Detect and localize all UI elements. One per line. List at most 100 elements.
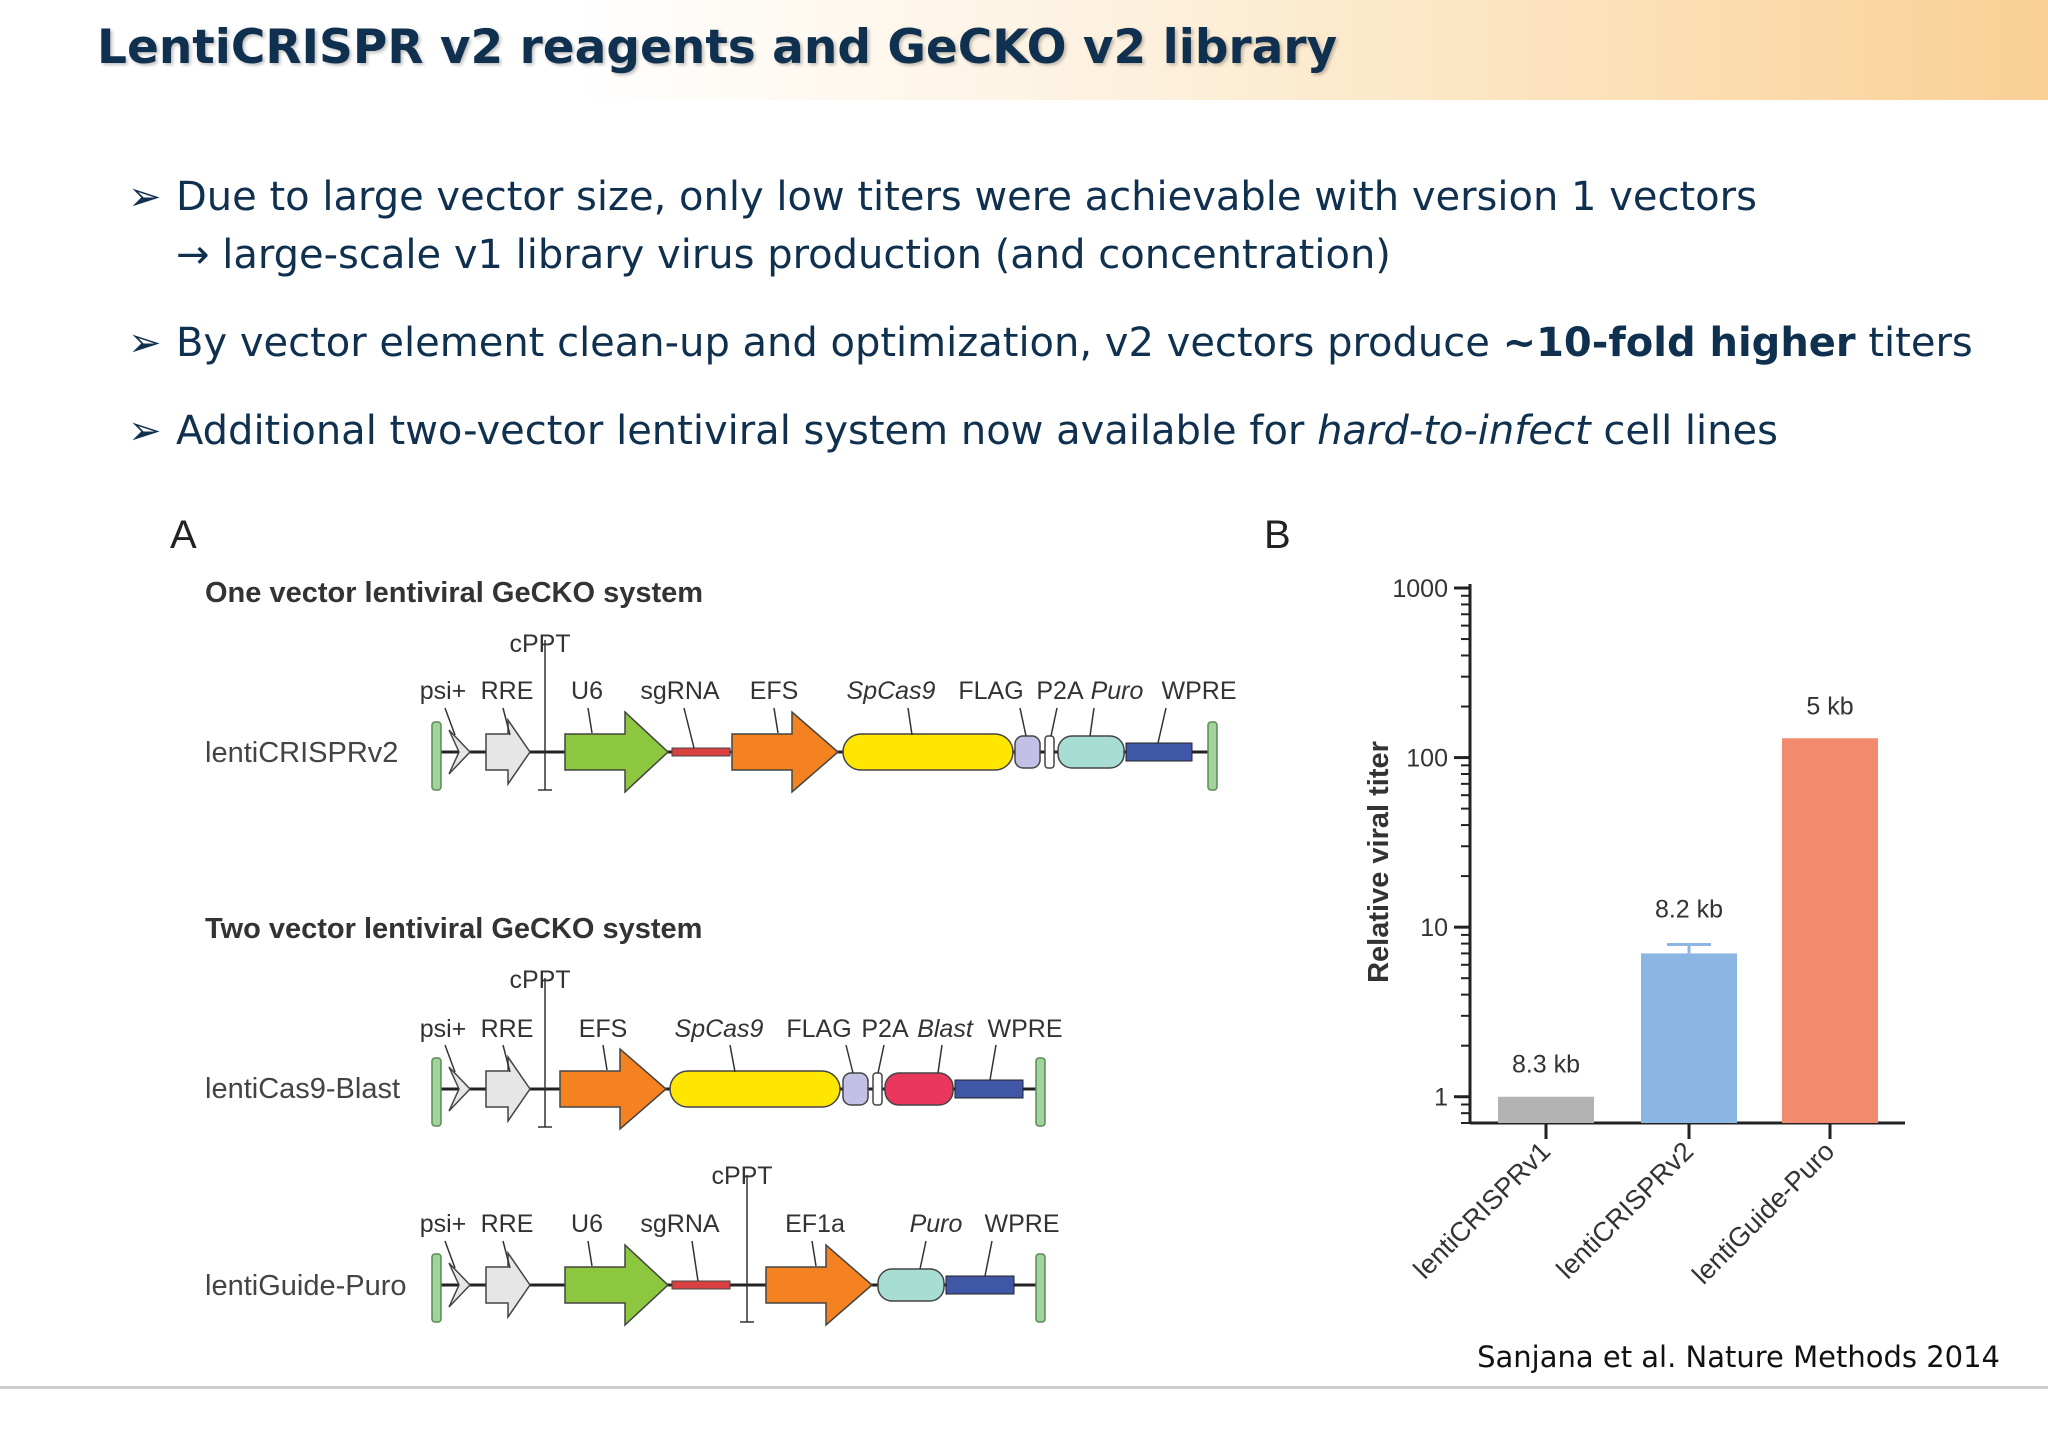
rre-label: RRE xyxy=(481,1210,534,1238)
psi-label: psi+ xyxy=(420,1015,467,1043)
p2a-label: P2A xyxy=(861,1015,909,1043)
bullet-3-emphasis: hard-to-infect xyxy=(1317,408,1591,454)
panel-b-label: B xyxy=(1264,513,1291,557)
citation: Sanjana et al. Nature Methods 2014 xyxy=(1477,1340,2000,1374)
spcas9-label: SpCas9 xyxy=(675,1015,764,1043)
bar-lentiGuide-Puro xyxy=(1782,738,1878,1123)
bar-size-label: 8.3 kb xyxy=(1512,1051,1580,1079)
wpre-element xyxy=(945,1275,1015,1295)
chart-bars: 8.3 kb 8.2 kb 5 kb xyxy=(1498,692,1878,1123)
cppt-label: cPPT xyxy=(509,630,570,658)
flag-label: FLAG xyxy=(786,1015,851,1043)
bar-lentiCRISPRv2 xyxy=(1641,953,1737,1123)
psi-element xyxy=(448,1262,472,1308)
x-tick-label: lentiGuide-Puro xyxy=(1686,1136,1840,1290)
ltr-5-element xyxy=(431,1057,442,1127)
psi-label: psi+ xyxy=(420,677,467,705)
puro-element xyxy=(877,1268,945,1302)
psi-element xyxy=(448,1066,472,1112)
x-tick-label: lentiCRISPRv2 xyxy=(1551,1136,1700,1285)
puro-label: Puro xyxy=(1091,677,1144,705)
rre-label: RRE xyxy=(481,1015,534,1043)
efs-element xyxy=(731,710,840,794)
rre-element xyxy=(485,717,531,787)
bullet-3-text-a: Additional two-vector lentiviral system … xyxy=(176,408,1318,454)
cppt-label: cPPT xyxy=(509,966,570,994)
bullet-1-text: Due to large vector size, only low titer… xyxy=(176,174,1757,220)
footer-divider xyxy=(0,1386,2048,1389)
bullet-2-emphasis: ~10-fold higher xyxy=(1502,320,1856,366)
y-axis-label: Relative viral titer xyxy=(1363,741,1395,983)
wpre-element xyxy=(1125,742,1193,762)
spcas9-element xyxy=(842,733,1014,771)
bullet-1: ➢ Due to large vector size, only low tite… xyxy=(128,168,1757,226)
ltr-5-element xyxy=(431,721,442,791)
flag-element xyxy=(842,1072,869,1106)
ef1a-element xyxy=(765,1243,874,1327)
ltr-5-element xyxy=(431,1253,442,1323)
wpre-label: WPRE xyxy=(988,1015,1063,1043)
u6-element xyxy=(564,1243,670,1327)
sgrna-element xyxy=(671,1280,731,1290)
panel-b-chart: B Relative viral titer 1 10 100 1000 lentiCR… xyxy=(1264,513,1905,1290)
bar-size-label: 5 kb xyxy=(1806,692,1853,720)
panel-a: A One vector lentiviral GeCKO system Two… xyxy=(170,513,1237,1327)
y-tick-label: 1000 xyxy=(1392,575,1448,603)
wpre-element xyxy=(954,1079,1024,1099)
u6-element xyxy=(564,710,670,794)
ltr-3-element xyxy=(1035,1057,1046,1127)
ef1a-label: EF1a xyxy=(785,1210,845,1238)
flag-element xyxy=(1014,735,1041,769)
y-tick-label: 1 xyxy=(1434,1084,1448,1112)
arrow-bullet-icon: ➢ xyxy=(128,174,162,220)
bullet-3-text-b: cell lines xyxy=(1590,408,1778,454)
construct-lenticrisprv2: lentiCRISPRv2 cPPT psi+ RRE U6 sgRNA EFS xyxy=(205,630,1237,794)
arrow-bullet-icon: ➢ xyxy=(128,408,162,454)
ltr-3-element xyxy=(1207,721,1218,791)
bullet-2-text-a: By vector element clean-up and optimizat… xyxy=(176,320,1503,366)
rre-element xyxy=(485,1054,531,1124)
arrow-bullet-icon: ➢ xyxy=(128,320,162,366)
panel-a-label: A xyxy=(170,513,197,557)
y-tick-label: 10 xyxy=(1420,914,1448,942)
ltr-3-element xyxy=(1035,1253,1046,1323)
wpre-label: WPRE xyxy=(985,1210,1060,1238)
cppt-label: cPPT xyxy=(711,1162,772,1190)
construct-lenticas9-blast: lentiCas9-Blast cPPT psi+ RRE EFS SpCas9… xyxy=(205,966,1063,1131)
u6-label: U6 xyxy=(571,677,603,705)
puro-element xyxy=(1057,735,1125,769)
bar-size-label: 8.2 kb xyxy=(1655,895,1723,923)
construct-name: lentiGuide-Puro xyxy=(205,1270,407,1302)
efs-label: EFS xyxy=(750,677,799,705)
sgrna-element xyxy=(671,747,731,757)
two-vector-title: Two vector lentiviral GeCKO system xyxy=(205,913,702,945)
p2a-element xyxy=(1044,735,1055,769)
blast-element xyxy=(884,1072,954,1106)
y-tick-label: 100 xyxy=(1406,745,1448,773)
sgrna-label: sgRNA xyxy=(640,677,720,705)
bullet-3: ➢ Additional two-vector lentiviral system… xyxy=(128,402,1778,460)
p2a-element xyxy=(872,1072,883,1106)
x-tick-label: lentiCRISPRv1 xyxy=(1408,1136,1557,1285)
puro-label: Puro xyxy=(910,1210,963,1238)
spcas9-label: SpCas9 xyxy=(847,677,936,705)
rre-element xyxy=(485,1250,531,1320)
blast-label: Blast xyxy=(917,1015,974,1043)
rre-label: RRE xyxy=(481,677,534,705)
bar-lentiCRISPRv1 xyxy=(1498,1096,1594,1123)
slide-title: LentiCRISPR v2 reagents and GeCKO v2 lib… xyxy=(97,20,1338,75)
psi-element xyxy=(448,729,472,775)
spcas9-element xyxy=(669,1070,841,1108)
construct-lentiguide-puro: lentiGuide-Puro cPPT psi+ RRE U6 sgRNA E… xyxy=(205,1162,1060,1327)
efs-element xyxy=(559,1047,668,1131)
efs-label: EFS xyxy=(579,1015,628,1043)
u6-label: U6 xyxy=(571,1210,603,1238)
construct-name: lentiCRISPRv2 xyxy=(205,737,398,769)
bullet-2-text-b: titers xyxy=(1855,320,1973,366)
header-band xyxy=(0,0,2048,100)
bullet-1-subline: → large-scale v1 library virus productio… xyxy=(176,232,1391,278)
one-vector-title: One vector lentiviral GeCKO system xyxy=(205,577,703,609)
flag-label: FLAG xyxy=(958,677,1023,705)
construct-name: lentiCas9-Blast xyxy=(205,1073,400,1105)
